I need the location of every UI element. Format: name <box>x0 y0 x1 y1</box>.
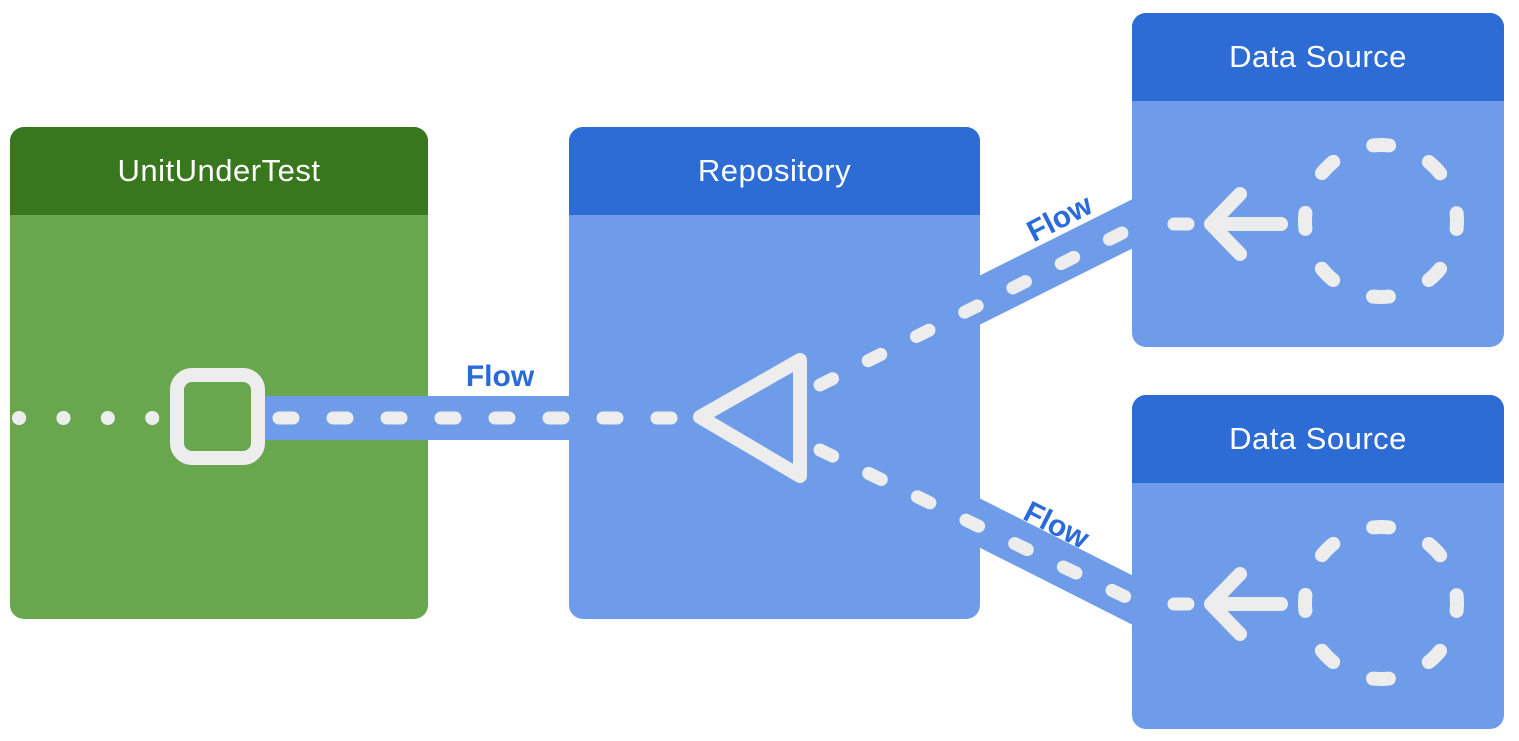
unit-under-test-box: UnitUnderTest <box>10 127 428 619</box>
flow-label-left: Flow <box>465 360 535 393</box>
data-source-top-header: Data Source <box>1132 13 1504 101</box>
data-source-bottom-title: Data Source <box>1229 421 1407 456</box>
unit-under-test-header: UnitUnderTest <box>10 127 428 215</box>
repository-box: Repository <box>569 127 980 619</box>
data-source-bottom-box: Data Source <box>1132 395 1504 729</box>
unit-under-test-title: UnitUnderTest <box>117 153 321 188</box>
data-source-top-title: Data Source <box>1229 39 1407 74</box>
data-source-bottom-header: Data Source <box>1132 395 1504 483</box>
flow-label-bottom-right: Flow <box>1018 495 1095 556</box>
repository-title: Repository <box>697 153 852 188</box>
repository-header: Repository <box>569 127 980 215</box>
data-source-top-box: Data Source <box>1132 13 1504 347</box>
flow-label-top-right: Flow <box>1021 188 1098 249</box>
